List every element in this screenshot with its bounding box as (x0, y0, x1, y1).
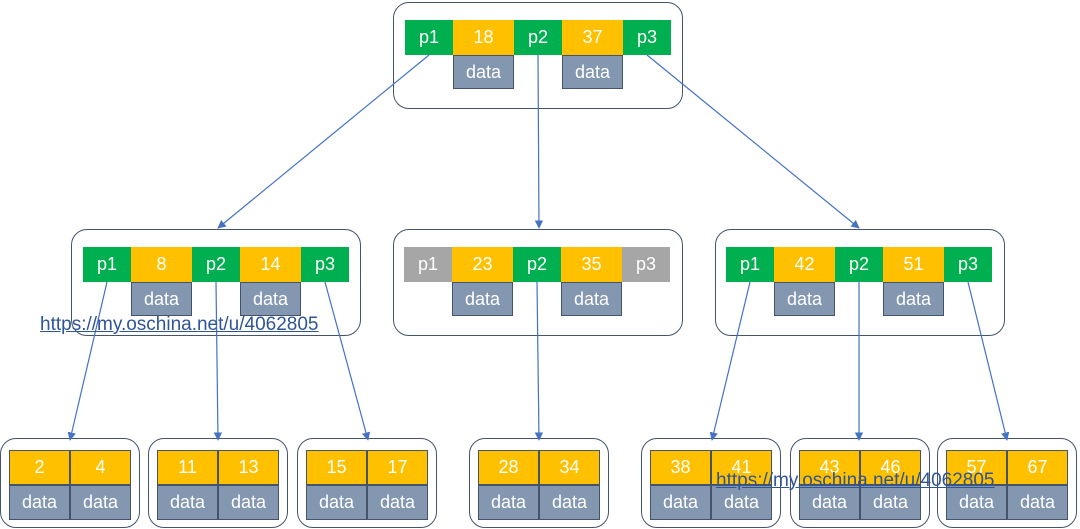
pointer-cell: p2 (835, 247, 883, 282)
key-cell: 13 (218, 450, 279, 485)
pointer-cell: p2 (514, 20, 562, 55)
data-cell: data (562, 55, 623, 89)
key-cell: 17 (367, 450, 428, 485)
internal-node (715, 229, 1005, 336)
data-cell: data (774, 282, 835, 316)
watermark-link[interactable]: https://my.oschina.net/u/4062805 (716, 470, 995, 491)
data-cell: data (711, 485, 772, 520)
pointer-cell: p2 (513, 247, 561, 282)
key-cell: 41 (711, 450, 772, 485)
key-cell: 11 (157, 450, 218, 485)
data-cell: data (539, 485, 600, 520)
key-cell: 34 (539, 450, 600, 485)
pointer-cell-inactive: p3 (622, 247, 670, 282)
key-cell: 4 (70, 450, 131, 485)
pointer-cell: p3 (623, 20, 671, 55)
pointer-cell: p1 (405, 20, 453, 55)
pointer-cell: p1 (83, 247, 131, 282)
pointer-cell-inactive: p1 (404, 247, 452, 282)
data-cell: data (70, 485, 131, 520)
pointer-edge (646, 54, 860, 229)
key-cell: 2 (9, 450, 70, 485)
key-cell: 23 (452, 247, 513, 282)
data-cell: data (218, 485, 279, 520)
pointer-edge (709, 281, 751, 441)
key-cell: 15 (306, 450, 367, 485)
data-cell: data (367, 485, 428, 520)
pointer-edge (534, 54, 544, 229)
pointer-cell: p2 (192, 247, 240, 282)
data-cell: data (157, 485, 218, 520)
pointer-cell: p3 (944, 247, 992, 282)
data-cell: data (860, 485, 921, 520)
key-cell: 42 (774, 247, 835, 282)
pointer-edge (534, 281, 544, 441)
data-cell: data (131, 282, 192, 316)
key-cell: 18 (453, 20, 514, 55)
data-cell: data (453, 55, 514, 89)
key-cell: 37 (562, 20, 623, 55)
data-cell: data (240, 282, 301, 316)
key-cell: 43 (799, 450, 860, 485)
pointer-cell: p1 (726, 247, 774, 282)
key-cell: 14 (240, 247, 301, 282)
data-cell: data (561, 282, 622, 316)
pointer-cell: p3 (301, 247, 349, 282)
data-cell: data (306, 485, 367, 520)
key-cell: 46 (860, 450, 921, 485)
data-cell: data (946, 485, 1007, 520)
key-cell: 8 (131, 247, 192, 282)
pointer-edge (324, 281, 371, 441)
data-cell: data (478, 485, 539, 520)
data-cell: data (799, 485, 860, 520)
key-cell: 57 (946, 450, 1007, 485)
pointer-edge (213, 281, 223, 441)
data-cell: data (650, 485, 711, 520)
key-cell: 28 (478, 450, 539, 485)
data-cell: data (883, 282, 944, 316)
key-cell: 67 (1007, 450, 1068, 485)
pointer-edge (967, 281, 1010, 441)
pointer-edge (217, 54, 430, 229)
key-cell: 38 (650, 450, 711, 485)
key-cell: 51 (883, 247, 944, 282)
data-cell: data (1007, 485, 1068, 520)
key-cell: 35 (561, 247, 622, 282)
pointer-edge (67, 281, 108, 441)
data-cell: data (9, 485, 70, 520)
watermark-link[interactable]: https://my.oschina.net/u/4062805 (40, 314, 319, 335)
data-cell: data (452, 282, 513, 316)
